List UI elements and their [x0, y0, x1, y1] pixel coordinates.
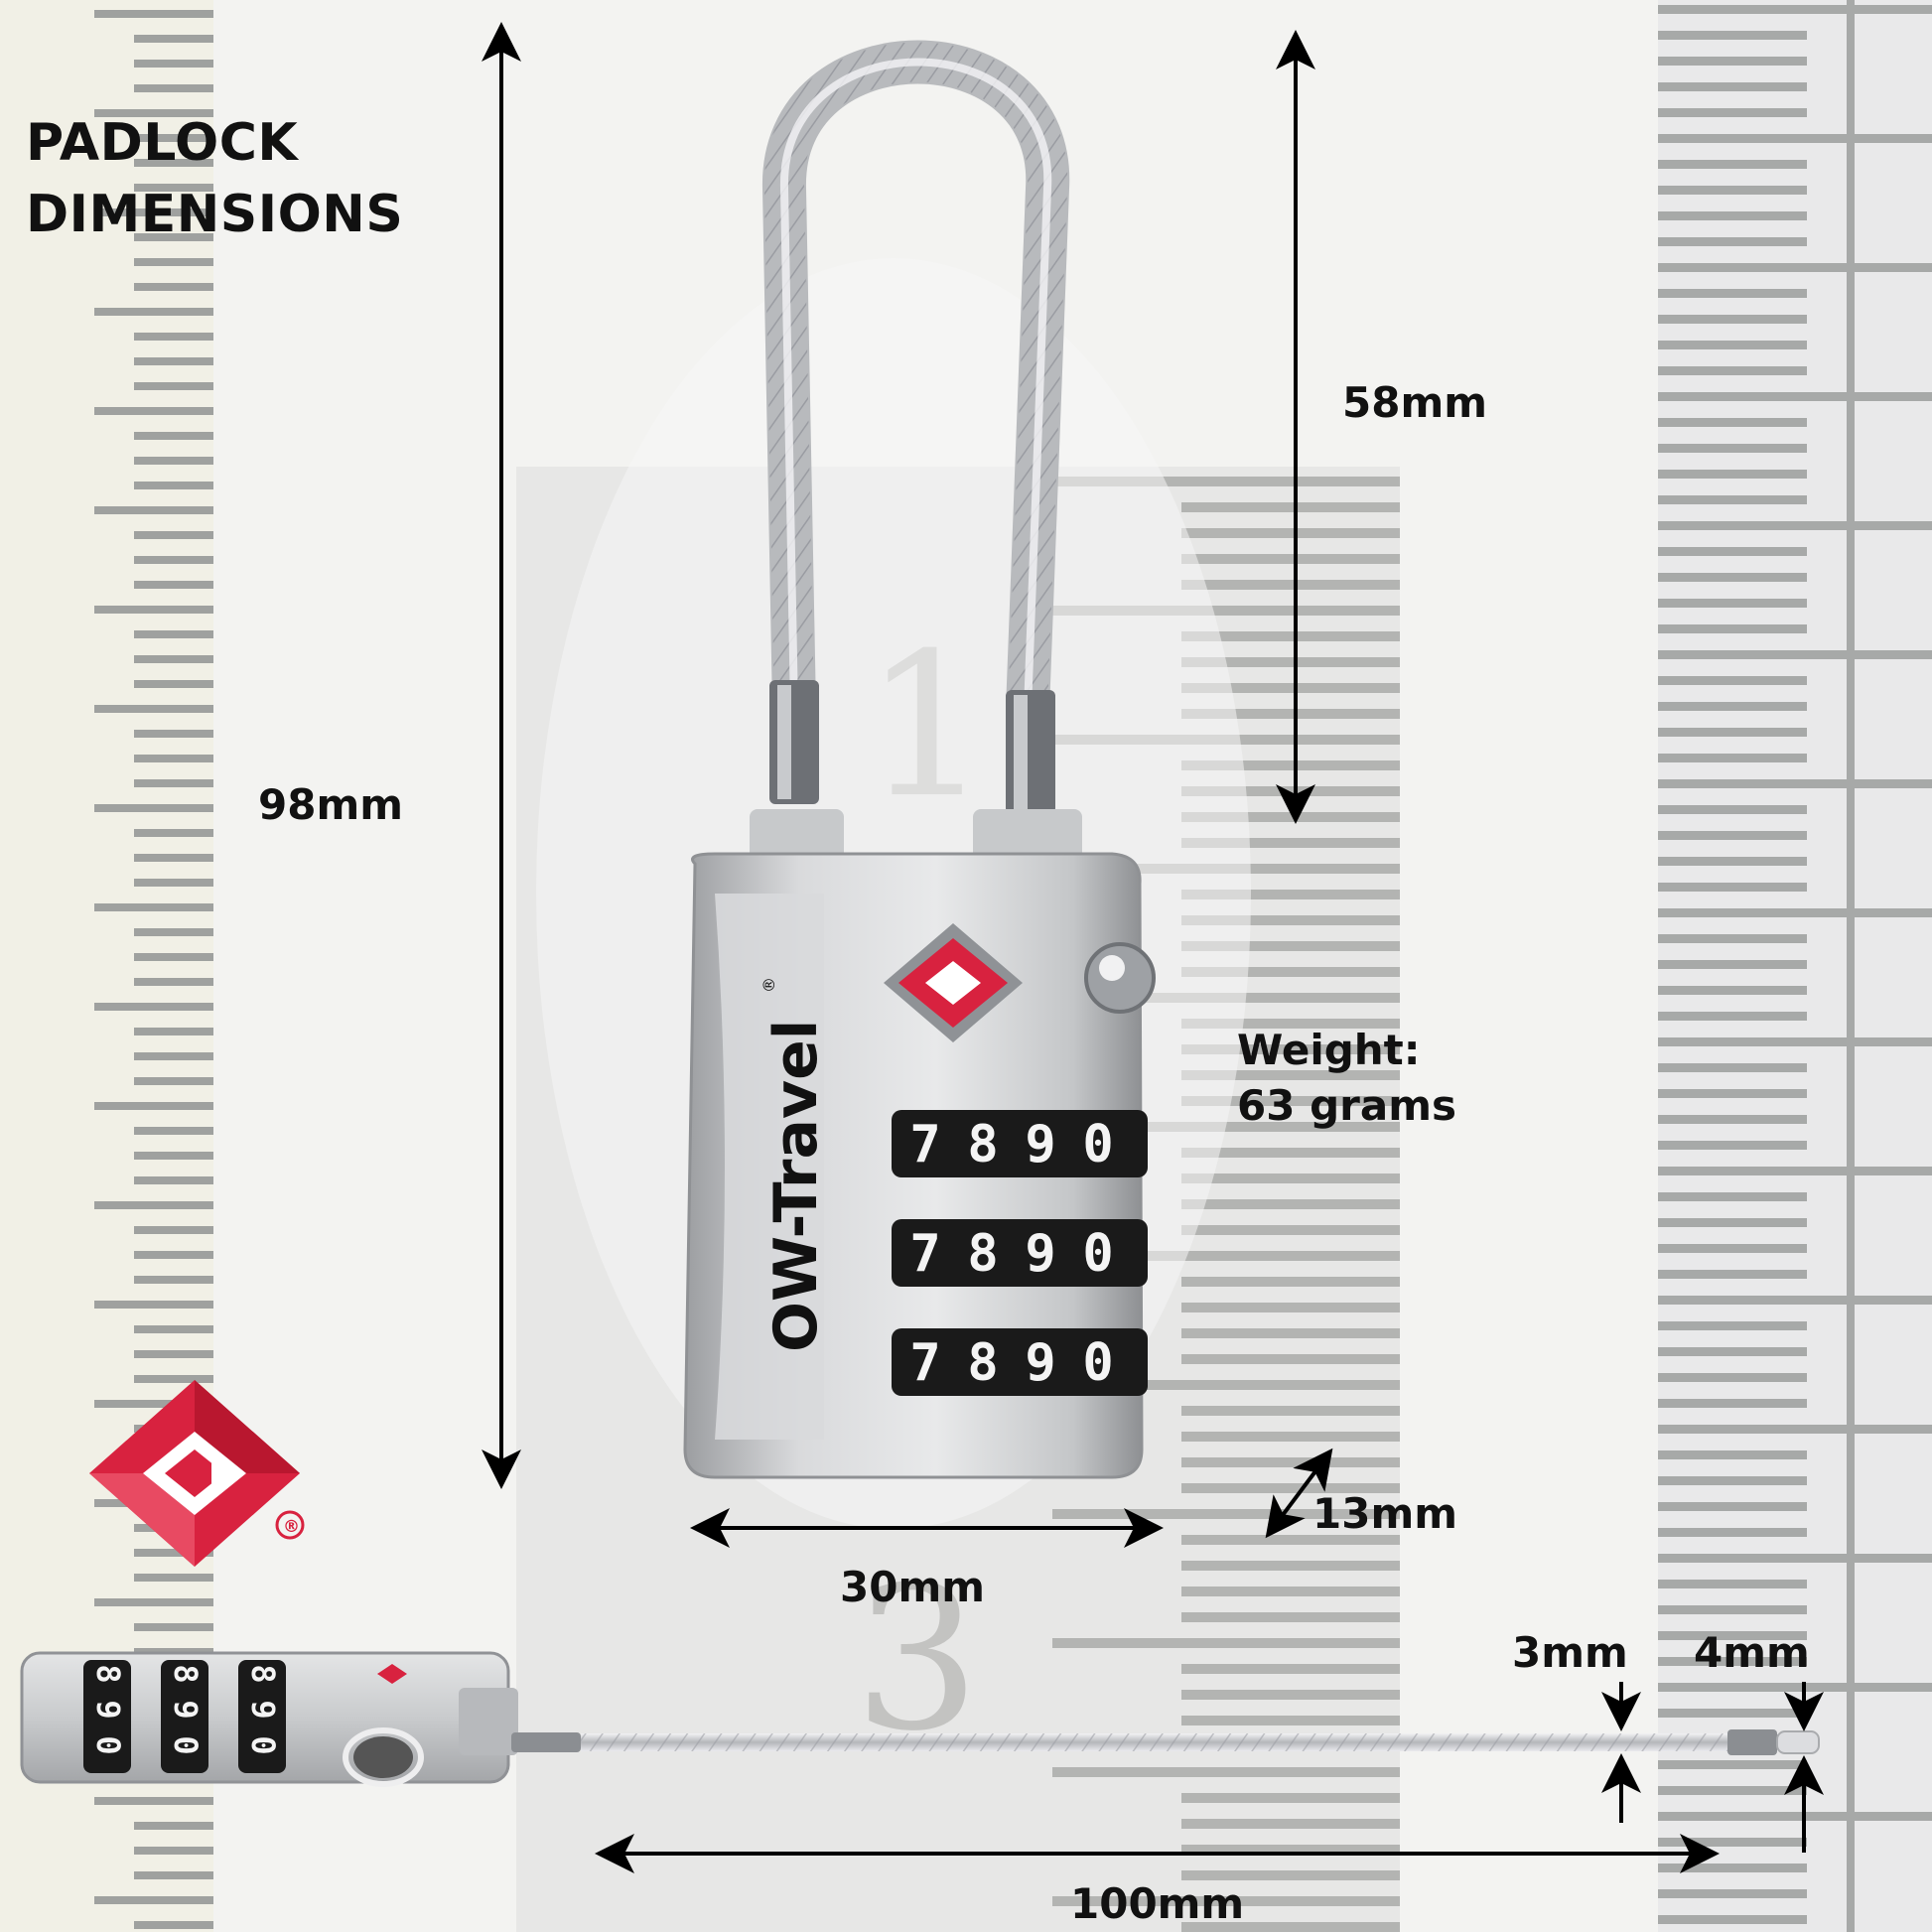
side-dial-digit: 8 — [244, 1664, 282, 1683]
title-line-1: PADLOCK — [26, 113, 299, 173]
side-dial-digit: 9 — [167, 1700, 205, 1719]
cable-diameter-label: 3mm — [1512, 1628, 1628, 1677]
width-label: 30mm — [840, 1563, 985, 1611]
side-dial-digit: 8 — [167, 1664, 205, 1683]
dial-digit: 7 — [909, 1224, 940, 1284]
dial-digit: 9 — [1025, 1333, 1055, 1393]
right-ruler-ticks — [1658, 0, 1932, 1932]
dial-digit: 8 — [967, 1333, 998, 1393]
cable-ferrule — [1006, 690, 1055, 814]
shackle-height-label: 58mm — [1342, 378, 1487, 427]
dial-digit: 0 — [1082, 1115, 1113, 1174]
logo-registered-mark: ® — [283, 1517, 300, 1537]
padlock-side-view: 0 9 8 0 9 8 0 9 8 — [20, 1651, 1820, 1787]
dial-digit: 0 — [1082, 1224, 1113, 1284]
side-dial-digit: 9 — [89, 1700, 127, 1719]
depth-arrow — [1265, 1448, 1333, 1539]
side-combination-dials: 0 9 8 0 9 8 0 9 8 — [83, 1660, 286, 1773]
side-dial-digit: 0 — [167, 1735, 205, 1754]
dial-digit: 7 — [909, 1115, 940, 1174]
dial-digit: 0 — [1082, 1333, 1113, 1393]
dimension-arrows — [482, 22, 1824, 1873]
cable-tip-ferrule — [1727, 1729, 1777, 1755]
dial-digit: 7 — [909, 1333, 940, 1393]
side-dial-digit: 0 — [89, 1735, 127, 1754]
side-dial-wheel — [83, 1660, 131, 1773]
left-ruler-ticks — [94, 10, 213, 1929]
tsa-diamond-logo-icon: ® — [89, 1380, 305, 1567]
height-label: 98mm — [258, 780, 403, 829]
cable-length-label: 100mm — [1070, 1879, 1245, 1928]
dial-digit: 9 — [1025, 1115, 1055, 1174]
left-ruler-strip — [0, 0, 213, 1932]
brand-name: OW-Travel — [761, 1020, 831, 1352]
side-dial-wheel — [161, 1660, 208, 1773]
weight-block: Weight: 63 grams — [1237, 1023, 1456, 1134]
dial-digit: 8 — [967, 1224, 998, 1284]
page-title: PADLOCK DIMENSIONS — [26, 107, 403, 250]
side-dial-digit: 8 — [89, 1664, 127, 1683]
cable-ferrule — [769, 680, 819, 804]
side-dial-digit: 0 — [244, 1735, 282, 1754]
side-dial-wheel — [238, 1660, 286, 1773]
side-ferrule — [511, 1732, 581, 1752]
dial-wheel — [892, 1219, 1148, 1287]
dial-digit: 8 — [967, 1115, 998, 1174]
dial-digit: 9 — [1025, 1224, 1055, 1284]
weight-label: Weight: — [1237, 1026, 1421, 1074]
dial-wheel — [892, 1110, 1148, 1177]
title-line-2: DIMENSIONS — [26, 185, 404, 244]
dial-wheel — [892, 1328, 1148, 1396]
depth-label: 13mm — [1312, 1489, 1457, 1538]
side-dial-digit: 9 — [244, 1700, 282, 1719]
brand-registered-mark: ® — [759, 977, 778, 993]
weight-value: 63 grams — [1237, 1081, 1456, 1130]
tip-diameter-label: 4mm — [1694, 1628, 1810, 1677]
